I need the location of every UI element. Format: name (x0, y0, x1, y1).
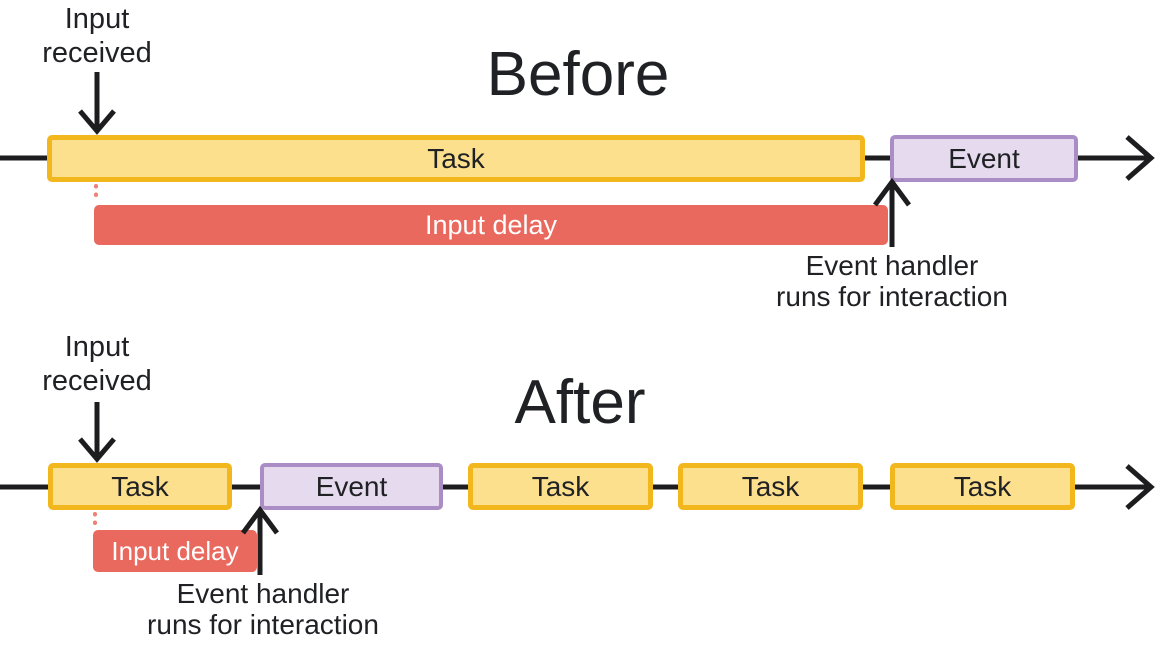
before-event-handler-line1: Event handler (805, 250, 979, 281)
after-timeline-arrowhead-icon (1125, 464, 1155, 510)
before-task-bar: Task (47, 135, 865, 182)
after-event-bar: Event (260, 463, 443, 510)
after-event-handler-label: Event handler runs for interaction (133, 578, 393, 640)
after-task-label-4: Task (953, 470, 1012, 502)
before-input-delay-bar: Input delay (94, 205, 888, 245)
after-task-bar-3: Task (678, 463, 863, 510)
before-input-down-arrow-icon (78, 72, 116, 135)
after-task-bar-4: Task (890, 463, 1075, 510)
after-task-label-3: Task (741, 470, 800, 502)
after-task-label-1: Task (111, 470, 169, 502)
after-input-down-arrow-icon (78, 402, 116, 463)
after-event-handler-line2: runs for interaction (147, 609, 379, 640)
before-event-label: Event (948, 142, 1020, 174)
after-event-handler-line1: Event handler (176, 578, 350, 609)
after-input-received-label: Input received (42, 331, 152, 397)
after-task-bar-1: Task (48, 463, 232, 510)
after-task-label-2: Task (531, 470, 590, 502)
after-input-delay-label: Input delay (111, 535, 239, 566)
after-input-delay-bar: Input delay (93, 530, 257, 572)
after-title: After (514, 368, 646, 437)
before-timeline-arrowhead-icon (1125, 135, 1155, 181)
before-task-label: Task (427, 142, 485, 174)
before-title: Before (486, 40, 670, 109)
before-event-handler-label: Event handler runs for interaction (762, 250, 1022, 312)
before-input-delay-label: Input delay (424, 209, 558, 240)
after-event-label: Event (315, 470, 388, 502)
after-task-bar-2: Task (468, 463, 653, 510)
before-event-bar: Event (890, 135, 1078, 182)
before-input-received-label: Input received (42, 3, 152, 69)
before-event-handler-line2: runs for interaction (776, 281, 1008, 312)
